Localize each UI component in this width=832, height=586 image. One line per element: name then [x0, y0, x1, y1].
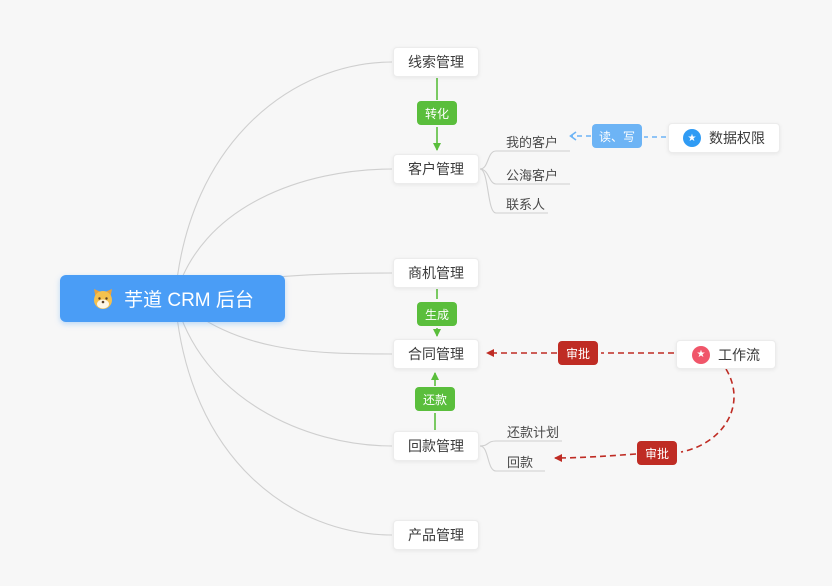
- badge-read-write: 读、写: [592, 124, 642, 148]
- subitem-repay-plan: 还款计划: [507, 425, 560, 440]
- data-permission-star-icon: ★: [683, 129, 701, 147]
- subitem-contact: 联系人: [506, 197, 546, 212]
- node-business: 商机管理: [393, 258, 479, 288]
- node-receivable-label: 回款管理: [408, 438, 464, 454]
- wire-root-to-leads: [174, 61, 393, 299]
- node-data-permission-label: 数据权限: [709, 130, 765, 146]
- node-leads: 线索管理: [393, 47, 479, 77]
- node-customer: 客户管理: [393, 154, 479, 184]
- subitem-receipt: 回款: [507, 455, 534, 470]
- wire-customer-to-public-customer: [479, 168, 570, 185]
- root-node-crm-backend: 芋道 CRM 后台: [60, 275, 285, 322]
- wire-receivable-to-repay-plan: [479, 440, 562, 447]
- wire-root-to-customer: [174, 168, 393, 299]
- node-customer-label: 客户管理: [408, 161, 464, 177]
- node-workflow-label: 工作流: [718, 346, 760, 363]
- node-product-label: 产品管理: [408, 527, 464, 543]
- node-workflow: ★ 工作流: [676, 340, 776, 369]
- workflow-star-icon: ★: [692, 345, 710, 364]
- wire-receivable-to-receipt: [479, 445, 545, 472]
- wire-root-to-receivable: [174, 297, 393, 447]
- node-contract: 合同管理: [393, 339, 479, 369]
- node-business-label: 商机管理: [408, 265, 464, 281]
- subitem-my-customer: 我的客户: [506, 135, 559, 150]
- wire-customer-to-my-customer: [479, 150, 570, 170]
- node-data-permission: ★ 数据权限: [668, 123, 780, 153]
- wire-customer-to-contact: [479, 168, 548, 214]
- dash-approve-to-receipt: [554, 453, 637, 462]
- dog-icon: [94, 288, 113, 309]
- dash-workflow-to-approve-bottom: [680, 368, 735, 453]
- node-contract-label: 合同管理: [408, 346, 464, 362]
- badge-approve-receivable: 审批: [637, 441, 677, 465]
- badge-repayment: 还款: [415, 387, 455, 411]
- badge-transform: 转化: [417, 101, 457, 125]
- subitem-public-customer: 公海客户: [506, 168, 559, 183]
- badge-generate: 生成: [417, 302, 457, 326]
- node-receivable: 回款管理: [393, 431, 479, 461]
- node-product: 产品管理: [393, 520, 479, 550]
- node-leads-label: 线索管理: [408, 54, 464, 70]
- badge-approve-contract: 审批: [558, 341, 598, 365]
- wire-root-to-product: [174, 297, 393, 536]
- root-node-label: 芋道 CRM 后台: [124, 290, 254, 311]
